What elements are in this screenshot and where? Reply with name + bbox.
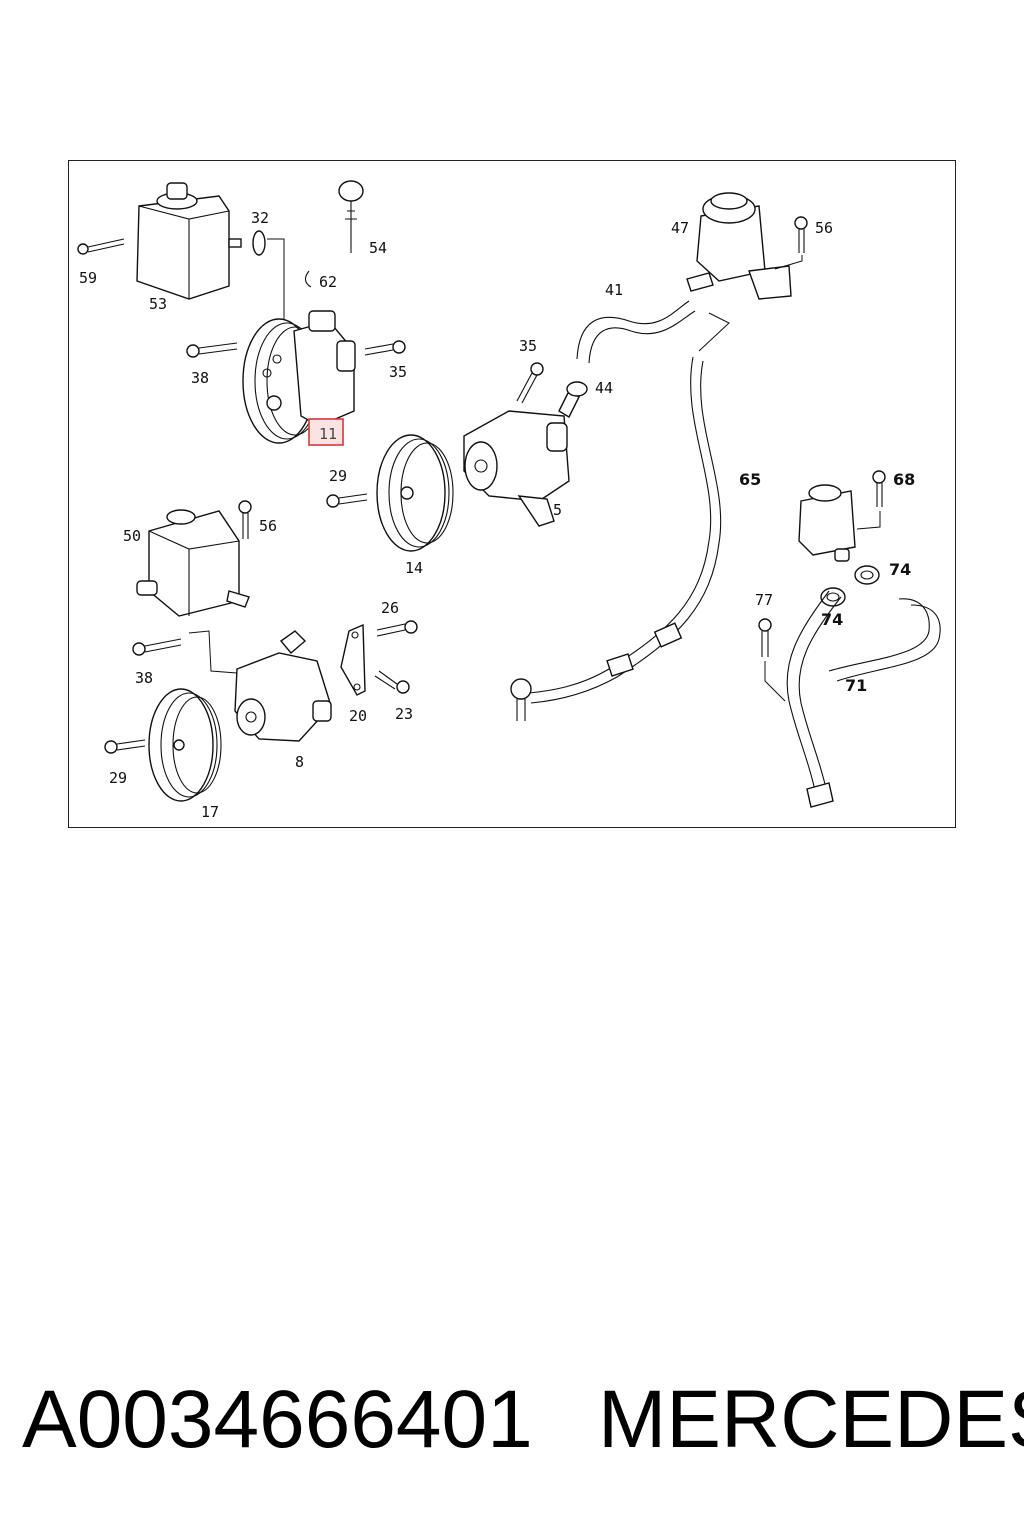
- callout-68: 68: [893, 470, 915, 489]
- valve-54: [338, 180, 364, 253]
- clip-62: [304, 270, 312, 288]
- callout-38-lower: 38: [135, 669, 153, 687]
- callout-32: 32: [251, 209, 269, 227]
- bolt-77: [758, 618, 786, 702]
- callout-56-lower: 56: [259, 517, 277, 535]
- bolt-56-upper: [774, 216, 808, 270]
- brand-name: MERCEDES: [598, 1374, 1024, 1465]
- reservoir-53: [136, 182, 242, 300]
- callout-17: 17: [201, 803, 219, 821]
- bracket-20: [340, 623, 366, 696]
- callout-74-lower: 74: [821, 610, 843, 629]
- part-info-footer: A0034666401 MERCEDES: [0, 1370, 1024, 1470]
- reservoir-68: [798, 484, 856, 562]
- callout-labels: 59 53 32 54 62 38 35 11 29 14 35 44 5 41…: [79, 209, 915, 821]
- pump-8: [234, 630, 332, 742]
- reservoir-47: [686, 192, 792, 300]
- bolt-29-upper: [326, 493, 368, 508]
- part-number: A0034666401: [22, 1374, 533, 1465]
- callout-29-upper: 29: [329, 467, 347, 485]
- parts-diagram: 59 53 32 54 62 38 35 11 29 14 35 44 5 41…: [77, 180, 941, 821]
- callout-77: 77: [755, 591, 773, 609]
- bolt-35-upper: [364, 340, 406, 356]
- callout-29-lower: 29: [109, 769, 127, 787]
- callout-44: 44: [595, 379, 613, 397]
- bolt-68: [856, 470, 886, 530]
- highlight-box-11: [308, 418, 344, 446]
- bolt-35-lower: [516, 362, 544, 404]
- reservoir-50: [136, 509, 250, 617]
- parts-diagram-frame: 59 53 32 54 62 38 35 11 29 14 35 44 5 41…: [68, 160, 956, 828]
- callout-35-upper: 35: [389, 363, 407, 381]
- callout-47: 47: [671, 219, 689, 237]
- clamp-74-upper: [854, 565, 880, 585]
- callout-62: 62: [319, 273, 337, 291]
- callout-20: 20: [349, 707, 367, 725]
- pump-5: [463, 390, 580, 527]
- callout-74-upper: 74: [889, 560, 911, 579]
- pressure-line-65: [510, 312, 730, 721]
- bolt-38-lower: [132, 630, 238, 674]
- bolt-59: [77, 238, 125, 255]
- bolt-38-upper: [186, 342, 238, 358]
- bolt-29-lower: [104, 739, 146, 754]
- clamp-74-lower: [820, 587, 846, 607]
- bolt-23: [374, 670, 410, 694]
- callout-35-lower: 35: [519, 337, 537, 355]
- hose-41: [576, 300, 696, 364]
- callout-41: 41: [605, 281, 623, 299]
- callout-5: 5: [553, 501, 562, 519]
- pulley-14: [376, 434, 454, 552]
- bolt-56-lower: [238, 500, 252, 539]
- callout-65: 65: [739, 470, 761, 489]
- callout-59: 59: [79, 269, 97, 287]
- callout-11[interactable]: 11: [319, 425, 337, 443]
- callout-14: 14: [405, 559, 423, 577]
- callout-71: 71: [845, 676, 867, 695]
- pump-assembly-11: [242, 310, 356, 444]
- callout-53: 53: [149, 295, 167, 313]
- callout-56-upper: 56: [815, 219, 833, 237]
- return-line-71: [786, 590, 941, 808]
- callout-50: 50: [123, 527, 141, 545]
- pulley-17: [148, 688, 222, 802]
- callout-23: 23: [395, 705, 413, 723]
- seal-32: [252, 230, 285, 321]
- callout-26: 26: [381, 599, 399, 617]
- callout-54: 54: [369, 239, 387, 257]
- callout-8: 8: [295, 753, 304, 771]
- callout-38-upper: 38: [191, 369, 209, 387]
- seal-44: [566, 381, 588, 397]
- bolt-26: [376, 620, 418, 637]
